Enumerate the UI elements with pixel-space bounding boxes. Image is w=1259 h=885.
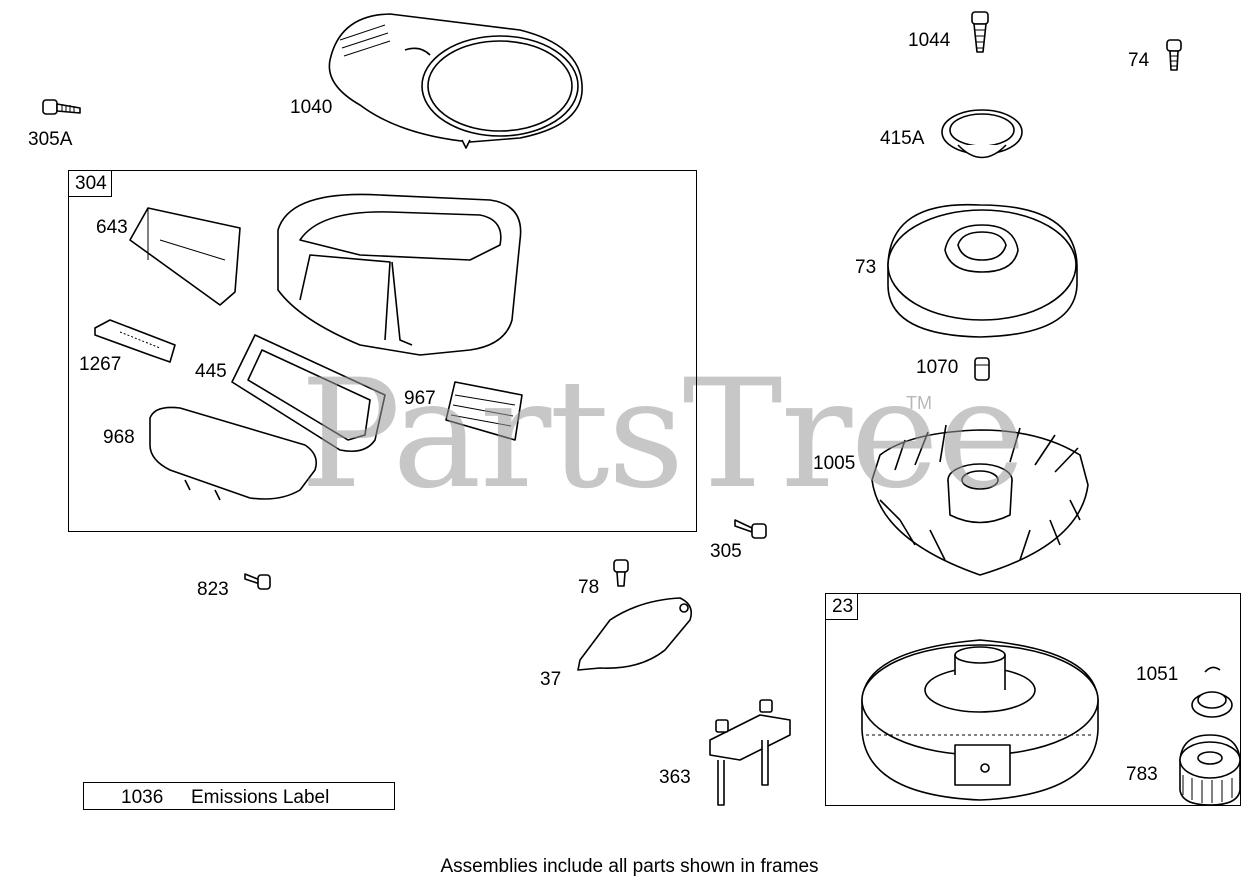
part-label-415A[interactable]: 415A <box>880 128 925 149</box>
emissions-label-text: Emissions Label <box>191 787 330 808</box>
part-305-illustration <box>734 519 767 539</box>
part-304-housing-illustration <box>277 193 522 356</box>
part-label-1070[interactable]: 1070 <box>916 357 959 378</box>
part-74-illustration <box>1166 39 1182 71</box>
part-23-illustration <box>861 639 1099 801</box>
part-label-967[interactable]: 967 <box>404 388 436 409</box>
part-643-illustration <box>129 207 241 306</box>
frame-23-tag: 23 <box>825 593 859 620</box>
part-label-823[interactable]: 823 <box>197 579 229 600</box>
part-73-illustration <box>887 203 1078 338</box>
watermark: PartsTree <box>300 348 1026 522</box>
frame-23: 23 <box>825 593 1241 806</box>
part-label-643[interactable]: 643 <box>96 217 128 238</box>
part-label-1005[interactable]: 1005 <box>813 453 856 474</box>
part-label-78[interactable]: 78 <box>578 577 600 598</box>
part-823-illustration <box>244 573 271 590</box>
part-445-illustration <box>231 334 386 453</box>
part-783-illustration <box>1179 734 1241 806</box>
part-label-783[interactable]: 783 <box>1126 764 1158 785</box>
part-label-1051[interactable]: 1051 <box>1136 664 1179 685</box>
part-label-1267[interactable]: 1267 <box>79 354 122 375</box>
emissions-label-number: 1036 <box>121 787 164 808</box>
emissions-label-box[interactable]: 1036 Emissions Label <box>83 782 395 810</box>
part-label-305[interactable]: 305 <box>710 541 742 562</box>
part-label-74[interactable]: 74 <box>1128 50 1150 71</box>
trademark-symbol: TM <box>906 393 932 413</box>
part-1005-illustration <box>871 424 1089 576</box>
part-label-968[interactable]: 968 <box>103 427 135 448</box>
part-label-1044[interactable]: 1044 <box>908 30 951 51</box>
part-label-37[interactable]: 37 <box>540 669 562 690</box>
frame-304: 304 <box>68 170 697 532</box>
part-78-illustration <box>613 559 629 587</box>
part-363-illustration <box>709 699 791 806</box>
frame-304-tag: 304 <box>68 170 112 197</box>
footer-note: Assemblies include all parts shown in fr… <box>440 856 819 877</box>
part-305A-illustration <box>42 99 81 115</box>
part-label-305A[interactable]: 305A <box>28 129 73 150</box>
part-1040-illustration <box>328 13 583 149</box>
part-label-445[interactable]: 445 <box>195 361 227 382</box>
part-1044-illustration <box>971 11 989 53</box>
part-1051-illustration <box>1191 666 1233 718</box>
part-967-illustration <box>445 381 523 441</box>
part-1070-illustration <box>974 357 990 381</box>
part-37-illustration <box>577 597 693 671</box>
part-415A-illustration <box>941 109 1023 159</box>
part-label-1040[interactable]: 1040 <box>290 97 333 118</box>
part-1267-illustration <box>94 319 176 363</box>
part-label-363[interactable]: 363 <box>659 767 691 788</box>
part-968-illustration <box>149 406 318 501</box>
part-label-73[interactable]: 73 <box>855 257 877 278</box>
